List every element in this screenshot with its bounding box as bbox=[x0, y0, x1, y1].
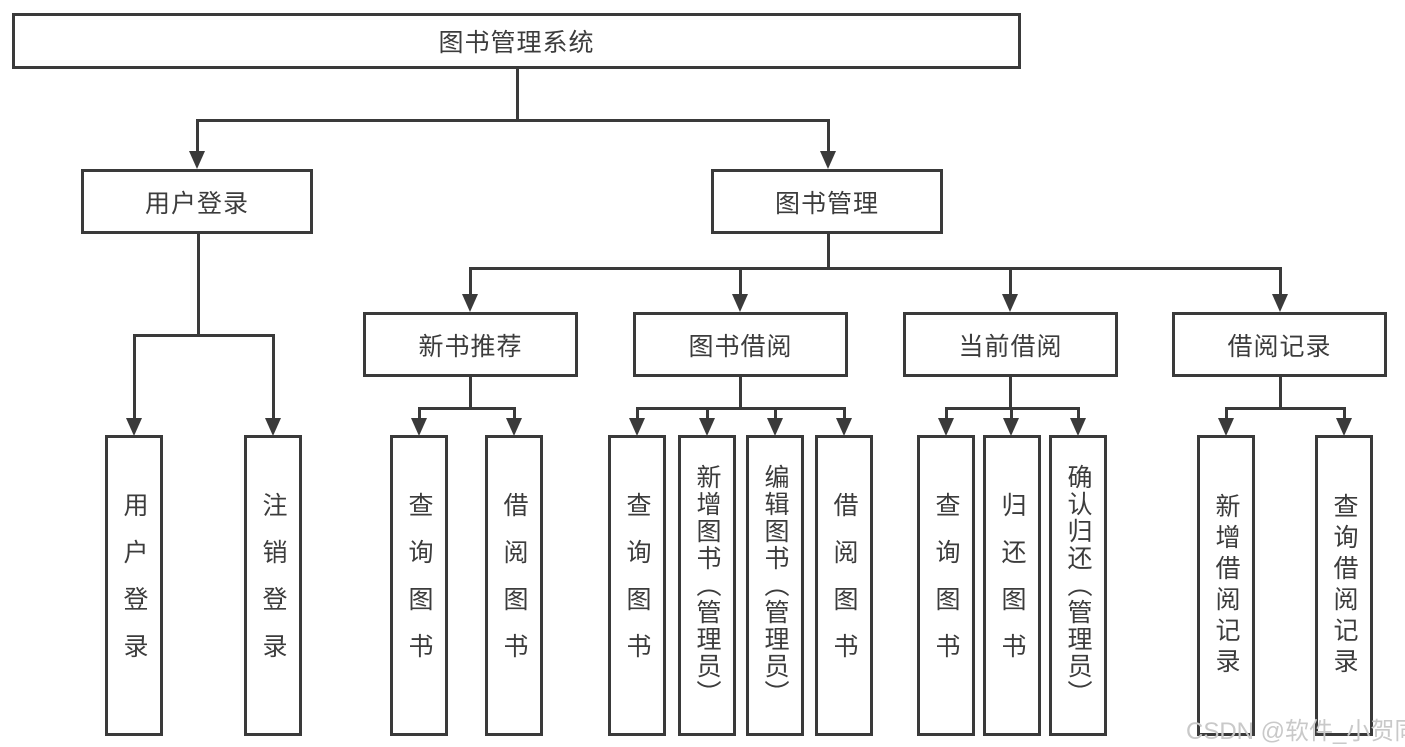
node-label: 新书推荐 bbox=[418, 332, 523, 361]
arrow-down-icon bbox=[411, 418, 427, 436]
arrow-down-icon bbox=[820, 151, 836, 169]
leaf-query-books-borrow: 查询图书 bbox=[608, 435, 666, 736]
leaf-return-books: 归还图书 bbox=[983, 435, 1041, 736]
connector-newbooks-fork bbox=[418, 407, 516, 410]
connector-arrow-shaft bbox=[706, 407, 709, 420]
connector-arrow-shaft bbox=[1343, 407, 1346, 420]
leaf-add-borrow-record: 新增借阅记录 bbox=[1197, 435, 1255, 736]
leaf-add-books-admin: 新增图书（管理员） bbox=[678, 435, 736, 736]
node-label: 编辑图书（管理员） bbox=[761, 464, 789, 707]
csdn-watermark: CSDN @软件_小贺同学 bbox=[1186, 718, 1405, 745]
connector-arrow-shaft bbox=[1225, 407, 1228, 420]
connector-arrow-shaft bbox=[418, 407, 421, 420]
node-label: 查询图书 bbox=[932, 491, 960, 680]
connector-root-stem bbox=[516, 67, 519, 120]
leaf-query-books-recommend: 查询图书 bbox=[390, 435, 448, 736]
connector-arrow-shaft bbox=[272, 334, 275, 420]
node-label: 当前借阅 bbox=[958, 332, 1063, 361]
leaf-query-borrow-record: 查询借阅记录 bbox=[1315, 435, 1373, 736]
connector-root-fork bbox=[197, 119, 829, 122]
arrow-down-icon bbox=[1002, 294, 1018, 312]
connector-userlogin-fork bbox=[133, 334, 275, 337]
connector-borrowrecords-fork bbox=[1225, 407, 1346, 410]
connector-arrow-shaft bbox=[739, 267, 742, 295]
leaf-borrow-books: 借阅图书 bbox=[815, 435, 873, 736]
connector-arrow-shaft bbox=[1010, 407, 1013, 420]
arrow-down-icon bbox=[506, 418, 522, 436]
connector-bookmgmt-stem bbox=[827, 233, 830, 268]
leaf-query-books-current: 查询图书 bbox=[917, 435, 975, 736]
arrow-down-icon bbox=[462, 294, 478, 312]
arrow-down-icon bbox=[732, 294, 748, 312]
connector-arrow-shaft bbox=[636, 407, 639, 420]
node-label: 图书管理系统 bbox=[438, 29, 595, 57]
node-label: 新增图书（管理员） bbox=[693, 464, 721, 707]
node-label: 查询图书 bbox=[405, 491, 433, 680]
node-current-borrow: 当前借阅 bbox=[903, 312, 1118, 377]
connector-arrow-shaft bbox=[469, 267, 472, 295]
node-label: 借阅图书 bbox=[830, 491, 858, 680]
leaf-borrow-books-recommend: 借阅图书 bbox=[485, 435, 543, 736]
node-label: 确认归还（管理员） bbox=[1064, 464, 1092, 707]
node-label: 用户登录 bbox=[144, 189, 249, 218]
arrow-down-icon bbox=[1272, 294, 1288, 312]
connector-borrowrecords-stem bbox=[1279, 376, 1282, 408]
arrow-down-icon bbox=[836, 418, 852, 436]
node-user-login: 用户登录 bbox=[81, 169, 313, 234]
connector-bookborrow-fork bbox=[636, 407, 846, 410]
node-root-system: 图书管理系统 bbox=[12, 13, 1021, 69]
connector-arrow-shaft bbox=[827, 119, 830, 152]
arrow-down-icon bbox=[699, 418, 715, 436]
arrow-down-icon bbox=[1218, 418, 1234, 436]
arrow-down-icon bbox=[265, 418, 281, 436]
connector-arrow-shaft bbox=[843, 407, 846, 420]
leaf-confirm-return-admin: 确认归还（管理员） bbox=[1049, 435, 1107, 736]
arrow-down-icon bbox=[126, 418, 142, 436]
arrow-down-icon bbox=[938, 418, 954, 436]
arrow-down-icon bbox=[767, 418, 783, 436]
node-borrow-records: 借阅记录 bbox=[1172, 312, 1387, 377]
node-label: 注销登录 bbox=[259, 491, 287, 680]
node-label: 查询借阅记录 bbox=[1330, 492, 1358, 679]
connector-bookmgmt-fork bbox=[469, 267, 1282, 270]
connector-arrow-shaft bbox=[133, 334, 136, 420]
connector-arrow-shaft bbox=[1077, 407, 1080, 420]
connector-arrow-shaft bbox=[1279, 267, 1282, 295]
node-label: 借阅图书 bbox=[500, 491, 528, 680]
node-label: 新增借阅记录 bbox=[1212, 492, 1240, 679]
connector-newbooks-stem bbox=[469, 376, 472, 408]
leaf-logout: 注销登录 bbox=[244, 435, 302, 736]
arrow-down-icon bbox=[629, 418, 645, 436]
connector-arrow-shaft bbox=[196, 119, 199, 152]
connector-arrow-shaft bbox=[774, 407, 777, 420]
connector-currentborrow-stem bbox=[1009, 376, 1012, 408]
node-label: 图书管理 bbox=[774, 189, 879, 218]
arrow-down-icon bbox=[189, 151, 205, 169]
leaf-user-login: 用户登录 bbox=[105, 435, 163, 736]
node-new-book-recommend: 新书推荐 bbox=[363, 312, 578, 377]
connector-userlogin-stem bbox=[197, 233, 200, 335]
connector-arrow-shaft bbox=[1009, 267, 1012, 295]
node-label: 用户登录 bbox=[120, 491, 148, 680]
node-label: 归还图书 bbox=[998, 491, 1026, 680]
connector-bookborrow-stem bbox=[739, 376, 742, 408]
connector-arrow-shaft bbox=[945, 407, 948, 420]
node-label: 图书借阅 bbox=[688, 332, 793, 361]
connector-arrow-shaft bbox=[513, 407, 516, 420]
leaf-edit-books-admin: 编辑图书（管理员） bbox=[746, 435, 804, 736]
arrow-down-icon bbox=[1070, 418, 1086, 436]
arrow-down-icon bbox=[1003, 418, 1019, 436]
node-label: 借阅记录 bbox=[1227, 332, 1332, 361]
arrow-down-icon bbox=[1336, 418, 1352, 436]
node-label: 查询图书 bbox=[623, 491, 651, 680]
node-book-borrow: 图书借阅 bbox=[633, 312, 848, 377]
node-book-management: 图书管理 bbox=[711, 169, 943, 234]
